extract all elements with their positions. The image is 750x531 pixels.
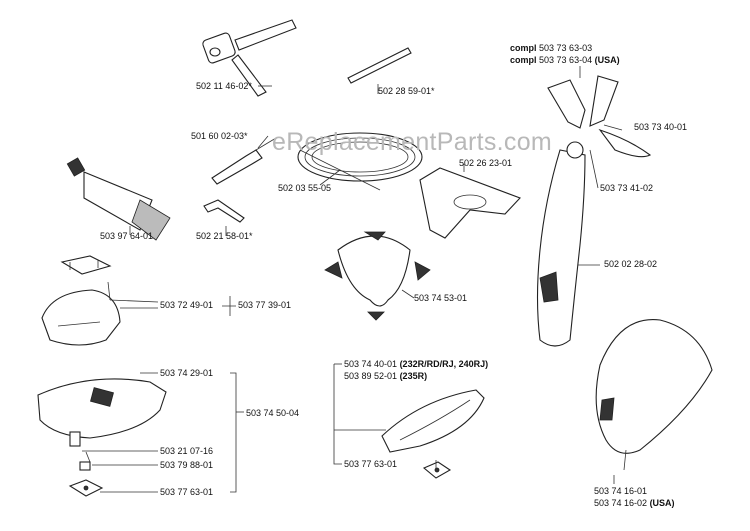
part-label-trimmer-guard-a: 503 74 40-01 (232R/RD/RJ, 240RJ) [344,359,488,370]
model-note: (USA) [649,498,675,508]
part-label-line-coil: 502 03 55-05 [278,183,332,193]
spider-bracket-drawing [324,231,431,321]
combination-wrench-drawing [202,19,297,97]
screwdriver-drawing [211,137,277,185]
model-note: (235R) [399,371,428,381]
pin-drawing [347,47,412,84]
part-label-guard-small: 503 77 39-01 [238,300,292,310]
part-label-grease-tube: 503 97 64-01 [100,231,154,241]
part-label-guard-large: 503 74 29-01 [160,368,214,378]
part-label-guard-kit: 503 74 50-04 [246,408,300,418]
watermark: eReplacementParts.com [272,128,553,156]
part-label-strap-usa: 503 74 16-02 (USA) [594,498,675,509]
part-label-hip-pad: 502 02 28-02 [604,259,658,269]
model-note: (232R/RD/RJ, 240RJ) [399,359,489,369]
part-label-plate-right: 503 77 63-01 [344,459,398,469]
compl-prefix: compl [510,55,537,65]
part-label-screw: 503 21 07-16 [160,446,214,456]
part-number: 503 74 40-01 [344,359,398,369]
part-label-harness-compl: compl 503 73 63-03 [510,43,592,54]
strap-drawing [595,319,713,471]
part-number: 503 89 52-01 [344,371,398,381]
trimmer-guard-drawing [381,389,485,453]
part-label-clip: 503 72 49-01 [160,300,214,310]
part-label-shoulder-pad: 503 73 40-01 [634,122,688,132]
clip-drawing [60,255,112,275]
part-number: 503 73 63-03 [539,43,593,53]
hex-key-drawing [203,199,245,223]
grease-tube-drawing [66,157,171,241]
part-label-hex-key: 502 21 58-01* [196,231,253,241]
part-number: 503 73 63-04 [539,55,593,65]
part-label-trimmer-guard-b: 503 89 52-01 (235R) [344,371,427,382]
compl-prefix: compl [510,43,537,53]
part-label-wrench: 502 11 46-02* [196,81,252,91]
part-label-strap: 503 74 16-01 [594,486,648,496]
guard-bracket-drawing [419,167,521,239]
part-label-screwdriver: 501 60 02-03* [191,131,248,141]
part-label-buckle: 503 73 41-02 [600,183,654,193]
guard-large-drawing [37,378,167,447]
part-label-pin: 502 28 59-01* [378,86,435,96]
part-label-guard-bracket: 502 26 23-01 [459,158,513,168]
part-label-spider-bracket: 503 74 53-01 [414,293,468,303]
fastener-set-drawing [68,451,104,497]
guard-small-drawing [41,289,121,346]
part-label-washer: 503 79 88-01 [160,460,214,470]
leader-lines [82,66,623,493]
harness-drawing [536,75,652,347]
part-label-harness-compl-usa: compl 503 73 63-04 (USA) [510,55,620,66]
part-label-plate-left: 503 77 63-01 [160,487,214,497]
part-number: 503 74 16-02 [594,498,648,508]
plate-drawing [422,461,452,479]
model-note: (USA) [594,55,620,65]
